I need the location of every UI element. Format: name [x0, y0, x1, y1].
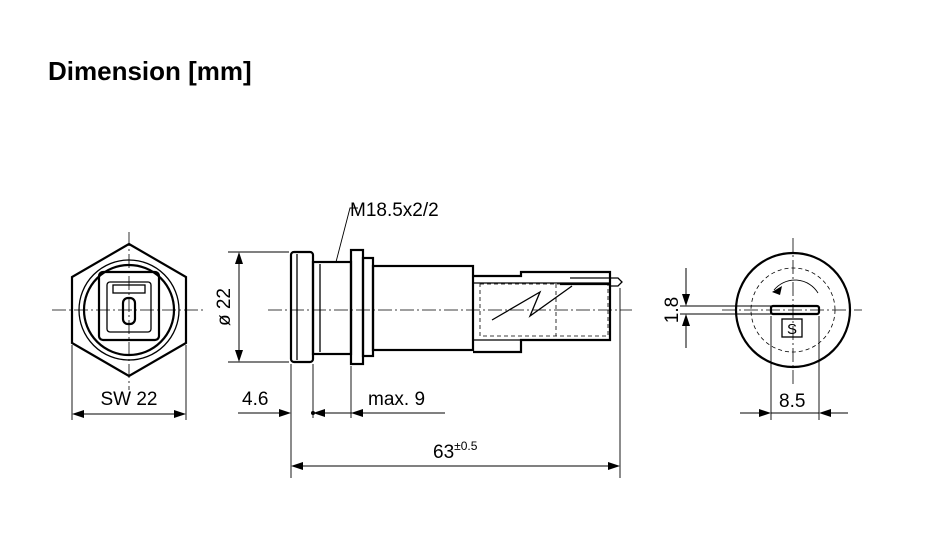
length-arrow-left [291, 462, 303, 470]
cap-socket-inner [106, 281, 152, 333]
slot-width-label: 1.8 [662, 297, 683, 323]
rear-view: S 1.8 8.5 [662, 238, 862, 420]
cap-flange [289, 250, 315, 364]
nut-outer-circle [78, 259, 180, 361]
len-arrow-right [819, 409, 831, 417]
diameter-label: ø 22 [214, 288, 235, 326]
threaded-body [311, 260, 353, 356]
front-view: SW 22 [52, 232, 205, 420]
rear-slot [769, 304, 821, 316]
fuse-symbol: S [787, 321, 797, 338]
terminal [570, 277, 623, 287]
flange-dot [311, 411, 315, 415]
housing-body [371, 264, 475, 352]
thread-label: M18.5x2/2 [350, 200, 439, 221]
nut-side [349, 248, 365, 366]
washer-side [361, 256, 375, 358]
length-value: 63 [433, 442, 454, 463]
length-label: 63±0.5 [433, 439, 478, 463]
rotation-arrow [772, 286, 782, 295]
length-tolerance: ±0.5 [454, 439, 478, 453]
slot-arrow-top [682, 294, 690, 306]
fuse-hidden [479, 283, 609, 337]
cap-circle [82, 263, 176, 357]
fuse-symbol-box [781, 318, 803, 338]
sw-arrow-left [72, 410, 84, 418]
sw-arrow-right [174, 410, 186, 418]
slot-length-label: 8.5 [779, 391, 805, 412]
thread-leader [335, 207, 358, 263]
max-panel-label: max. 9 [368, 389, 425, 410]
length-arrow-right [608, 462, 620, 470]
hex-nut-outline [70, 242, 188, 378]
rear-outer-circle [734, 251, 852, 369]
flange-thickness-label: 4.6 [242, 389, 268, 410]
rotation-arc [773, 279, 819, 294]
cap-contact [121, 296, 137, 326]
cap-socket [97, 270, 161, 342]
flange-arrow-left [279, 409, 291, 417]
slot-arrow-bottom [682, 314, 690, 326]
cap-slot [112, 284, 146, 294]
dia-arrow-top [235, 252, 243, 264]
page-title: Dimension [mm] [48, 56, 252, 86]
rear-hidden-circle [750, 267, 836, 353]
dia-arrow-bottom [235, 350, 243, 362]
rear-section [473, 270, 612, 354]
len-arrow-left [759, 409, 771, 417]
break-symbol [491, 285, 573, 321]
side-view: M18.5x2/2 ø 22 4.6 max. 9 63±0.5 [214, 200, 632, 478]
wrench-size-label: SW 22 [100, 389, 157, 410]
